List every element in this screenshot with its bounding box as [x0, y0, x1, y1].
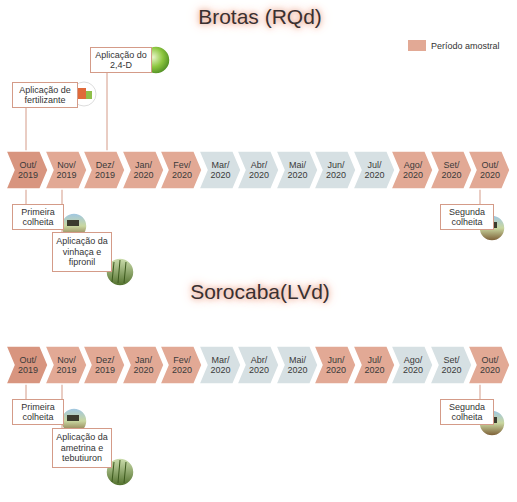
- event-callout: Aplicação da ametrina e tebutiuron: [52, 428, 112, 468]
- month-label: Fev/ 2020: [169, 160, 195, 180]
- month-label: Out/ 2020: [477, 355, 503, 375]
- month-chevron: Set/ 2020: [430, 346, 472, 384]
- month-chevron: Out/ 2020: [468, 346, 510, 384]
- event-text: Primeira colheita: [16, 207, 60, 228]
- month-label: Set/ 2020: [439, 160, 465, 180]
- month-chevron: Mai/ 2020: [276, 151, 318, 189]
- leader-line: [26, 189, 27, 204]
- month-label: Fev/ 2020: [169, 355, 195, 375]
- month-label: Out/ 2020: [477, 160, 503, 180]
- event-text: Segunda colheita: [444, 207, 490, 228]
- month-chevron: Out/ 2019: [6, 346, 48, 384]
- month-chevron: Ago/ 2020: [391, 151, 433, 189]
- event-callout: Segunda colheita: [440, 204, 494, 230]
- event-callout: Primeira colheita: [12, 204, 64, 230]
- legend-row: Período amostral: [408, 40, 500, 51]
- month-label: Jan/ 2020: [131, 355, 157, 375]
- month-chevron: Fev/ 2020: [160, 151, 202, 189]
- month-label: Mar/ 2020: [208, 160, 234, 180]
- month-chevron: Abr/ 2020: [237, 151, 279, 189]
- legend-text: Período amostral: [431, 41, 500, 51]
- month-label: Jul/ 2020: [362, 160, 388, 180]
- event-callout: Primeira colheita: [12, 399, 64, 425]
- month-label: Abr/ 2020: [246, 355, 272, 375]
- leader-line: [26, 108, 27, 151]
- month-label: Jun/ 2020: [323, 355, 349, 375]
- legend-swatch: [408, 40, 426, 51]
- leader-line: [480, 189, 481, 204]
- month-chevron: Fev/ 2020: [160, 346, 202, 384]
- site-heading: Sorocaba(LVd): [140, 280, 380, 304]
- event-text: Primeira colheita: [16, 402, 60, 423]
- month-chevron: Jun/ 2020: [314, 346, 356, 384]
- month-label: Out/ 2019: [15, 160, 41, 180]
- leader-line: [107, 73, 108, 151]
- month-label: Mai/ 2020: [285, 160, 311, 180]
- month-label: Jul/ 2020: [362, 355, 388, 375]
- leader-line: [480, 384, 481, 399]
- month-chevron: Jan/ 2020: [122, 346, 164, 384]
- month-label: Jun/ 2020: [323, 160, 349, 180]
- month-label: Mar/ 2020: [208, 355, 234, 375]
- month-label: Set/ 2020: [439, 355, 465, 375]
- event-text: Aplicação do 2,4-D: [94, 50, 148, 71]
- month-chevron: Out/ 2020: [468, 151, 510, 189]
- month-chevron: Mar/ 2020: [199, 346, 241, 384]
- month-chevron: Mai/ 2020: [276, 346, 318, 384]
- month-chevron: Abr/ 2020: [237, 346, 279, 384]
- month-label: Dez/ 2019: [92, 355, 118, 375]
- month-label: Ago/ 2020: [400, 355, 426, 375]
- month-label: Nov/ 2019: [54, 160, 80, 180]
- month-chevron: Jul/ 2020: [353, 346, 395, 384]
- event-text: Segunda colheita: [444, 402, 490, 423]
- month-chevron: Jun/ 2020: [314, 151, 356, 189]
- event-text: Aplicação da vinhaça e fipronil: [56, 236, 108, 268]
- month-chevron: Out/ 2019: [6, 151, 48, 189]
- leader-line: [26, 384, 27, 399]
- month-chevron: Jul/ 2020: [353, 151, 395, 189]
- month-label: Mai/ 2020: [285, 355, 311, 375]
- month-chevron: Dez/ 2019: [83, 346, 125, 384]
- month-label: Nov/ 2019: [54, 355, 80, 375]
- month-chevron: Dez/ 2019: [83, 151, 125, 189]
- month-label: Abr/ 2020: [246, 160, 272, 180]
- event-text: Aplicação da ametrina e tebutiuron: [56, 432, 108, 464]
- month-chevron: Nov/ 2019: [45, 151, 87, 189]
- month-chevron: Set/ 2020: [430, 151, 472, 189]
- month-chevron: Jan/ 2020: [122, 151, 164, 189]
- event-text: Aplicação de fertilizante: [16, 85, 74, 106]
- month-label: Dez/ 2019: [92, 160, 118, 180]
- month-label: Jan/ 2020: [131, 160, 157, 180]
- event-callout: Segunda colheita: [440, 399, 494, 425]
- site-heading: Brotas (RQd): [140, 5, 380, 29]
- month-label: Out/ 2019: [15, 355, 41, 375]
- event-callout: Aplicação do 2,4-D: [90, 47, 152, 73]
- month-chevron: Ago/ 2020: [391, 346, 433, 384]
- month-chevron: Nov/ 2019: [45, 346, 87, 384]
- month-label: Ago/ 2020: [400, 160, 426, 180]
- event-callout: Aplicação da vinhaça e fipronil: [52, 232, 112, 272]
- event-callout: Aplicação de fertilizante: [12, 82, 78, 108]
- month-chevron: Mar/ 2020: [199, 151, 241, 189]
